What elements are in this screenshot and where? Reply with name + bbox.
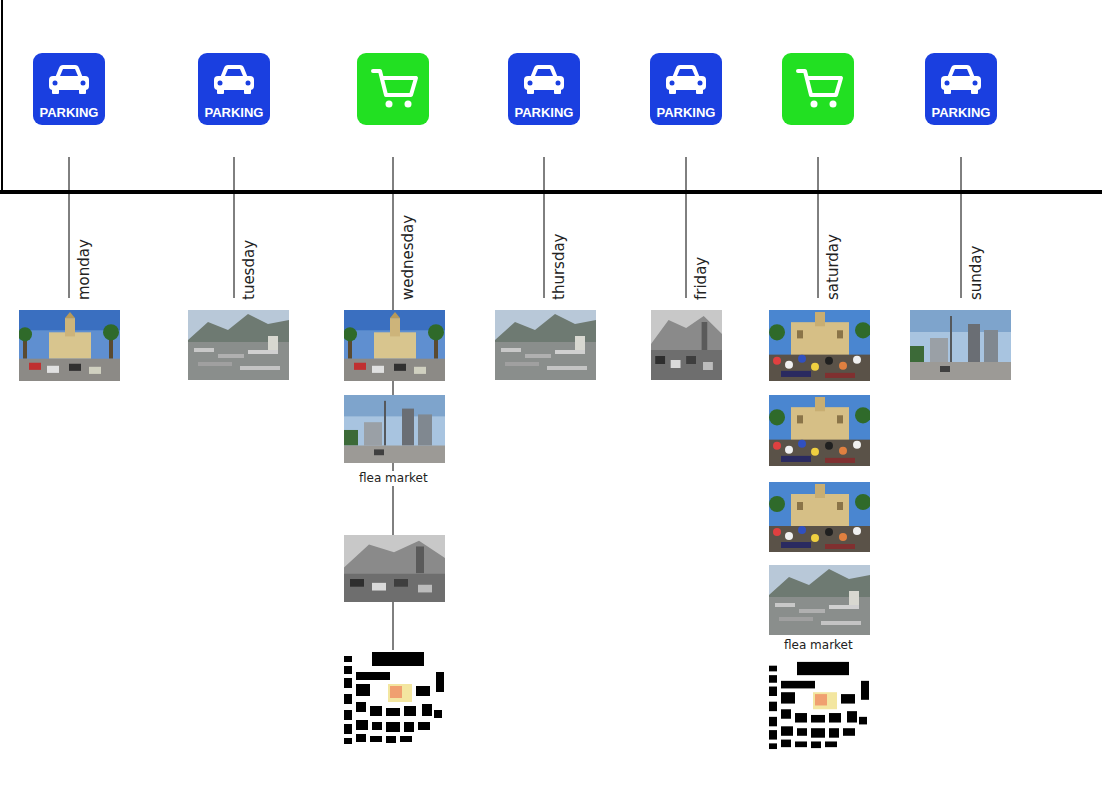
parking-icon-box: PARKING [508, 53, 580, 125]
icon-label: PARKING [33, 106, 105, 120]
photo-caption: flea market [781, 638, 856, 653]
day-label: wednesday [399, 215, 417, 300]
photo [769, 565, 870, 635]
day-label: saturday [824, 234, 842, 300]
parking-icon-box: PARKING [650, 53, 722, 125]
day-label: friday [692, 257, 710, 300]
photo [769, 482, 871, 552]
icon-label: PARKING [650, 106, 722, 120]
parking-icon [508, 53, 580, 125]
icon-label: PARKING [508, 106, 580, 120]
left-axis [1, 0, 3, 194]
icon-label: PARKING [198, 106, 270, 120]
parking-icon [650, 53, 722, 125]
photo-caption: flea market [356, 471, 431, 486]
photo [769, 310, 871, 381]
parking-icon-box: PARKING [33, 53, 105, 125]
photo [651, 310, 722, 380]
day-label: monday [75, 239, 93, 300]
photo [344, 535, 445, 602]
day-label: thursday [550, 234, 568, 300]
photo [344, 395, 445, 463]
day-stems [69, 157, 961, 650]
day-label: sunday [967, 246, 985, 300]
icon-label: PARKING [925, 106, 997, 120]
site-map [769, 660, 870, 750]
photo [343, 310, 445, 381]
photo [188, 310, 289, 380]
parking-icon-box: PARKING [198, 53, 270, 125]
parking-icon [925, 53, 997, 125]
photo [769, 395, 871, 466]
parking-icon [198, 53, 270, 125]
photo [18, 310, 120, 381]
day-label: tuesday [240, 240, 258, 300]
site-map [344, 650, 445, 745]
photo [495, 310, 596, 380]
photo [910, 310, 1011, 380]
parking-icon [33, 53, 105, 125]
cart-icon [357, 53, 429, 125]
timeline-axis [0, 190, 1102, 194]
cart-icon [782, 53, 854, 125]
parking-icon-box: PARKING [925, 53, 997, 125]
